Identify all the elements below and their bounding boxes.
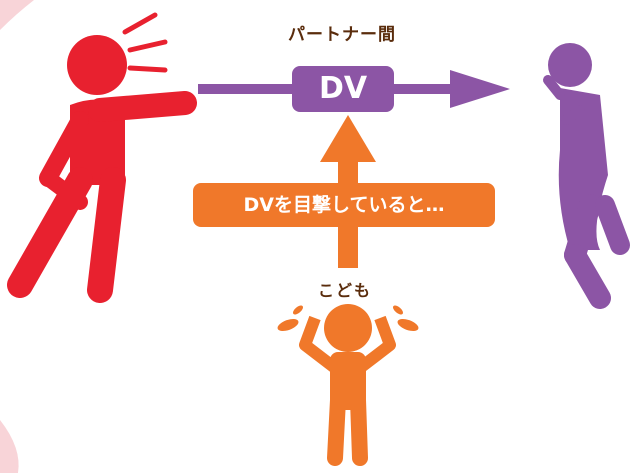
shout-lines-icon <box>122 12 168 73</box>
partner-label: パートナー間 <box>288 25 396 45</box>
dv-box <box>292 66 394 112</box>
child-figure <box>299 304 396 466</box>
dv-arrow <box>198 66 510 112</box>
distress-marks-icon <box>277 305 419 332</box>
corner-decoration-top-left <box>0 0 34 30</box>
aggressor-figure <box>7 35 197 303</box>
witness-arrow <box>193 115 495 268</box>
corner-decoration-bottom-left <box>0 420 19 473</box>
child-label: こども <box>317 281 372 300</box>
dv-label: DV <box>318 71 368 106</box>
victim-figure <box>543 43 630 309</box>
witness-label: DVを目撃していると… <box>243 194 445 216</box>
witness-box <box>193 183 495 227</box>
